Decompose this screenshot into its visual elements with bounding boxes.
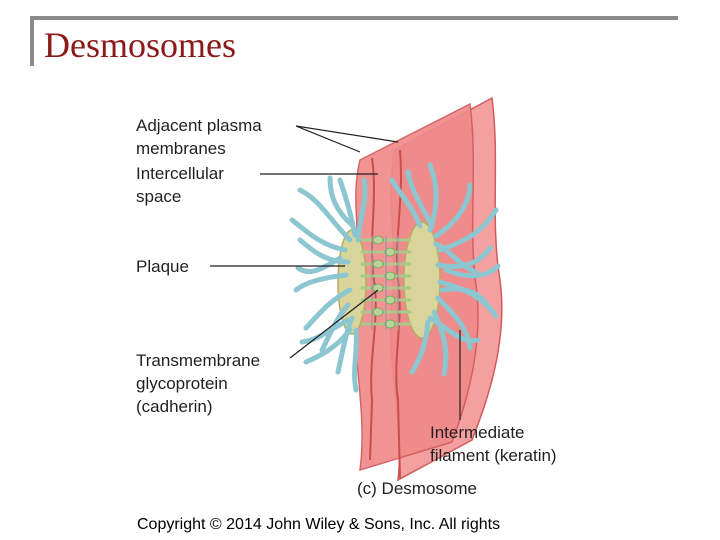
copyright-notice: Copyright © 2014 John Wiley & Sons, Inc.… — [137, 516, 501, 533]
slide-title: Desmosomes — [44, 25, 236, 65]
label-adjacent-plasma-line2: membranes — [136, 139, 226, 158]
label-intercellular-line1: Intercellular — [136, 164, 224, 183]
cadherin-beads — [372, 235, 396, 329]
label-transmembrane-line3: (cadherin) — [136, 397, 213, 416]
label-adjacent-plasma-line1: Adjacent plasma — [136, 116, 262, 135]
label-transmembrane-line2: glycoprotein — [136, 374, 228, 393]
filaments-right — [389, 162, 501, 377]
filaments-left — [289, 175, 368, 393]
leader-lines — [210, 125, 461, 420]
label-transmembrane-line1: Transmembrane — [136, 351, 261, 370]
label-filament-line1: Intermediate — [430, 423, 525, 442]
label-intercellular-line2: space — [136, 187, 182, 206]
label-plaque: Plaque — [136, 257, 189, 276]
label-filament-line2: filament (keratin) — [430, 446, 557, 465]
membrane-fold-left — [369, 157, 377, 461]
figure-caption: (c) Desmosome — [357, 479, 477, 498]
title-frame-top — [30, 16, 678, 20]
title-frame-left — [30, 16, 34, 66]
cadherin-connectors — [371, 236, 399, 330]
